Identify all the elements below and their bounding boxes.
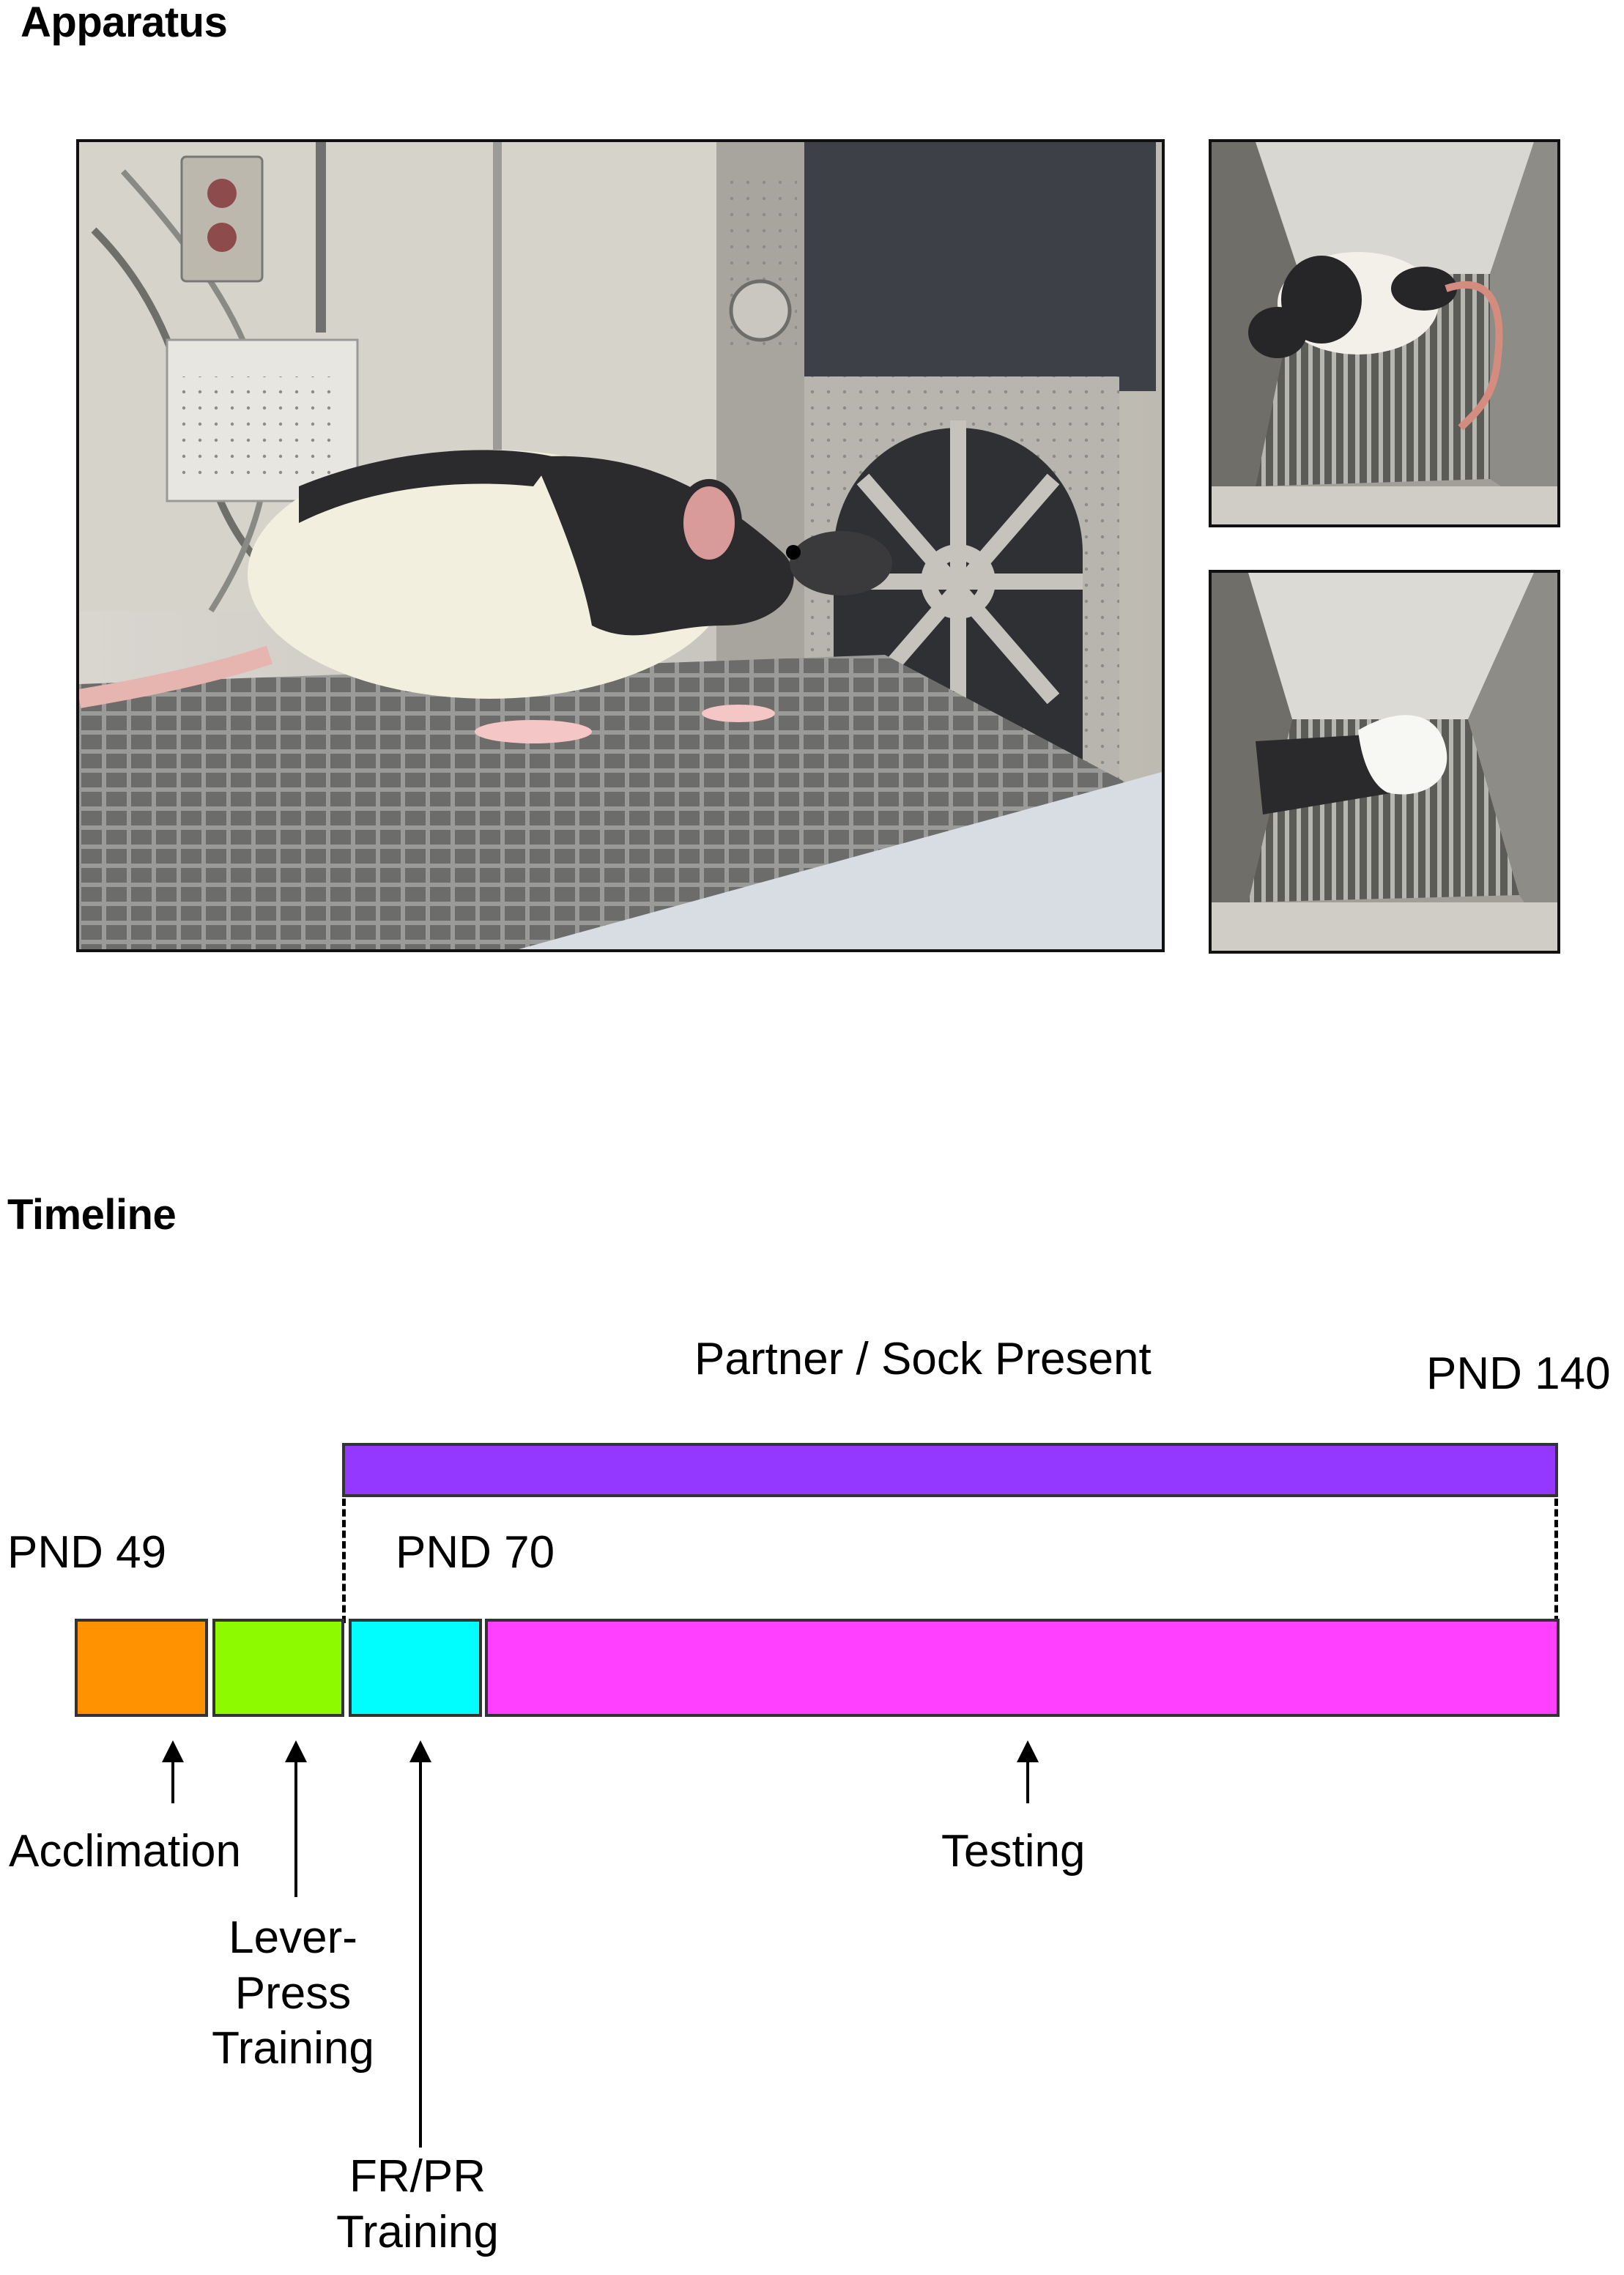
testing-label: Testing: [941, 1826, 1086, 1877]
fr-pr-arrow-shaft: [419, 1759, 422, 2148]
partner-start-dashed-line: [342, 1499, 346, 1623]
apparatus-heading: Apparatus: [21, 0, 228, 46]
testing-phase-bar: [485, 1619, 1560, 1717]
sock-top-view-photo: [1209, 570, 1560, 954]
lever-press-arrow-shaft: [294, 1759, 297, 1897]
fr-pr-training-label: FR/PR Training: [322, 2149, 513, 2260]
lever-press-label-line-1: Lever-: [229, 1912, 357, 1963]
testing-arrow-head-icon: [1017, 1740, 1039, 1762]
acclimation-arrow-shaft: [171, 1759, 174, 1803]
lever-press-label-line-3: Training: [212, 2023, 374, 2074]
lever-press-training-label: Lever- Press Training: [198, 1910, 388, 2077]
fr-pr-label-line-1: FR/PR: [349, 2151, 486, 2202]
fr-pr-label-line-2: Training: [336, 2206, 499, 2257]
fr-pr-training-phase-bar: [349, 1619, 482, 1717]
timeline-heading: Timeline: [7, 1191, 177, 1239]
partner-present-bar: [342, 1443, 1558, 1497]
fr-pr-arrow-head-icon: [409, 1740, 431, 1762]
partner-sock-present-label: Partner / Sock Present: [694, 1334, 1152, 1384]
pnd-70-label: PND 70: [396, 1527, 555, 1578]
pnd-49-label: PND 49: [7, 1527, 167, 1578]
rat-chamber-photo: [76, 139, 1165, 952]
lever-press-label-line-2: Press: [234, 1967, 352, 2019]
rat-chamber-illustration: [79, 142, 1162, 949]
acclimation-arrow-head-icon: [162, 1740, 184, 1762]
lever-press-arrow-head-icon: [285, 1740, 307, 1762]
rat-top-view-illustration: [1212, 142, 1557, 524]
lever-press-training-phase-bar: [212, 1619, 344, 1717]
rat-top-view-photo: [1209, 139, 1560, 527]
acclimation-phase-bar: [75, 1619, 208, 1717]
pnd-140-label: PND 140: [1426, 1348, 1611, 1399]
testing-arrow-shaft: [1026, 1759, 1029, 1803]
acclimation-label: Acclimation: [9, 1826, 241, 1877]
partner-end-dashed-line: [1554, 1499, 1558, 1623]
sock-top-view-illustration: [1212, 573, 1557, 951]
